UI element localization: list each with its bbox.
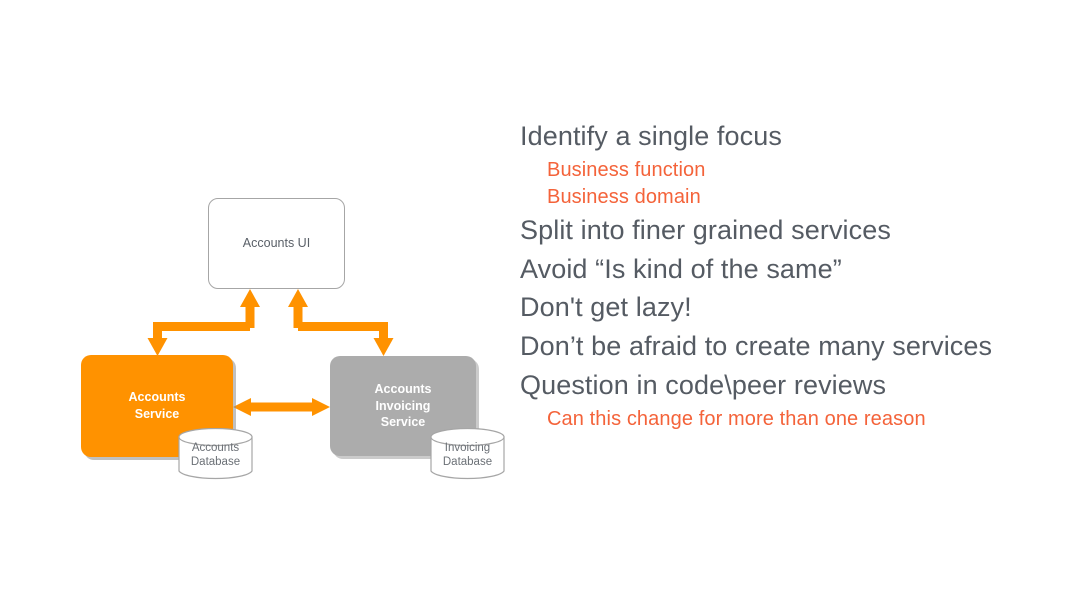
node-accounts-invoicing-service-label: Accounts Invoicing Service [374,381,432,430]
diagram-connectors [147,289,394,416]
node-accounts-ui[interactable]: Accounts UI [208,198,345,289]
bullet-item-7: Don’t be afraid to create many services [520,331,993,362]
connector-ui-invoicing-service-icon [288,289,394,356]
connector-ui-accounts-service-icon [147,289,260,356]
node-accounts-database-label: Accounts Database [190,442,241,469]
bullet-list: Identify a single focus Business functio… [520,118,1040,433]
database-cylinder-icon [178,428,253,480]
bullet-item-4: Split into finer grained services [520,214,891,245]
bullet-item-8: Question in code\peer reviews [520,369,887,400]
node-accounts-database[interactable]: Accounts Database [178,428,253,480]
bullet-item-5: Avoid “Is kind of the same” [520,253,842,284]
bullet-item-1: Identify a single focus [520,121,782,151]
node-accounts-service-label: Accounts Service [128,390,186,421]
bullet-item-6: Don't get lazy! [520,292,692,323]
node-invoicing-database[interactable]: Invoicing Database [430,428,505,480]
architecture-diagram: Accounts UI Accounts Service Accounts In… [0,0,520,600]
bullet-item-3: Business domain [547,186,701,209]
node-accounts-ui-label: Accounts UI [242,235,311,250]
bullet-item-9: Can this change for more than one reason [547,407,926,430]
database-cylinder-icon [430,428,505,480]
connector-accounts-invoicing-icon [233,398,330,416]
node-invoicing-database-label: Invoicing Database [442,442,493,469]
bullet-item-2: Business function [547,158,706,181]
